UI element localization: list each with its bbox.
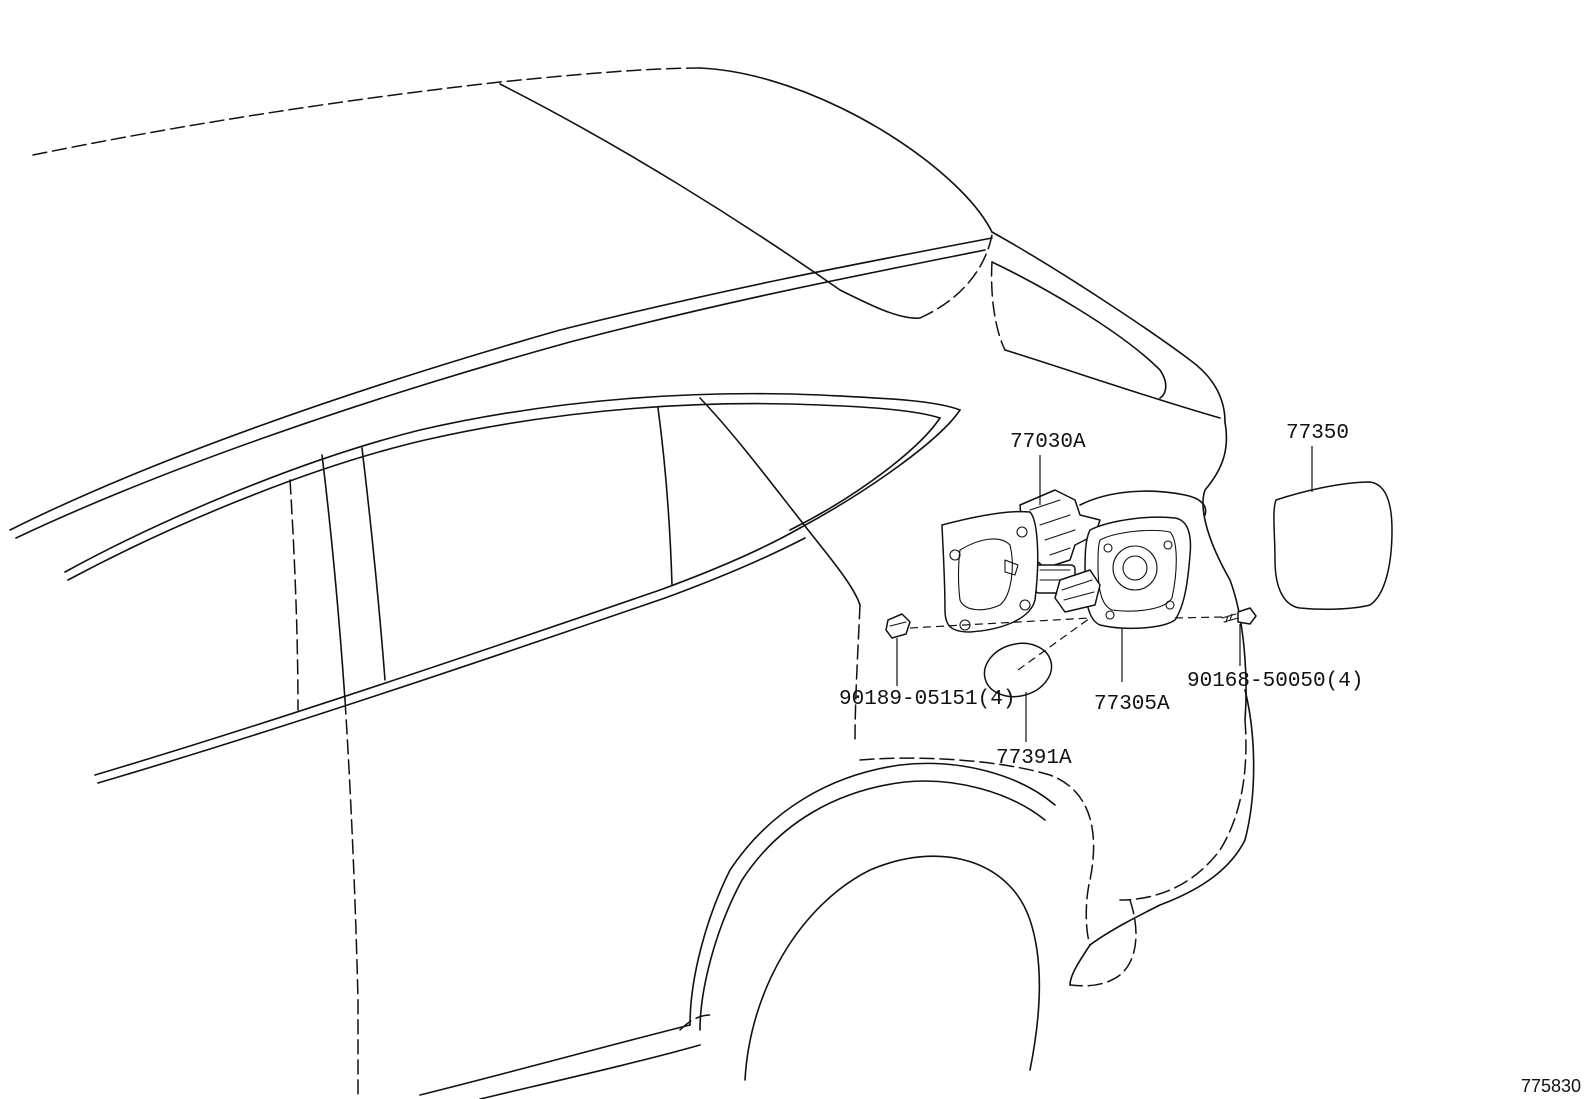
- diagram-id: 775830: [1521, 1076, 1581, 1096]
- fuel-lid-frame-part: [941, 510, 1039, 633]
- fuel-inlet-box-part: [1054, 516, 1192, 630]
- part-label-fuel-lid: 77350: [1286, 422, 1349, 445]
- screw-part: [1221, 607, 1257, 625]
- assembly-lines: [909, 616, 1223, 671]
- part-label-fuel-inlet-box: 77305A: [1094, 693, 1170, 716]
- part-label-clip: 90189-05151(4): [839, 688, 1015, 711]
- fuel-lid-part: [1273, 481, 1393, 610]
- vehicle-body-outline: [9, 67, 1255, 1099]
- part-label-fuel-lid-lock: 77030A: [1010, 431, 1086, 454]
- leader-lines: [896, 446, 1313, 742]
- clip-part: [885, 613, 911, 639]
- part-label-gasket: 77391A: [996, 747, 1072, 770]
- part-label-screw: 90168-50050(4): [1187, 670, 1363, 693]
